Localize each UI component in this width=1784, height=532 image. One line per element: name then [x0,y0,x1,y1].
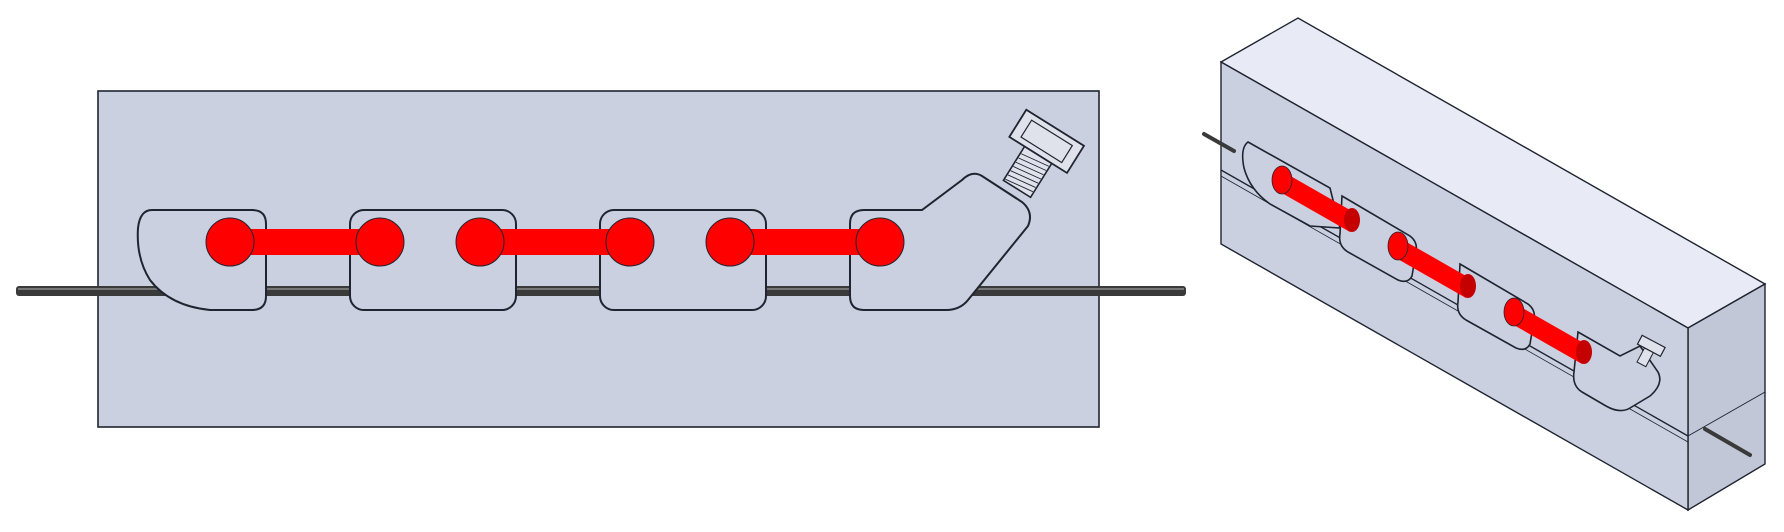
iso-cavity-3 [1456,262,1536,351]
red-channel-2 [455,217,655,267]
iso-red-channel-2 [1387,231,1476,298]
cavity-4 [849,172,1031,311]
iso-cavity-4 [1572,330,1661,412]
isometric-view [1202,17,1767,512]
iso-red-channel-1 [1271,165,1360,232]
iso-red-channel-3 [1503,297,1592,364]
front-view [16,90,1186,428]
clamp-bolt [1002,108,1086,199]
red-channel-3 [705,217,905,267]
iso-wire-rod [1202,132,1752,457]
iso-clamp-bolt [1636,334,1666,368]
red-channel-1 [205,217,405,267]
